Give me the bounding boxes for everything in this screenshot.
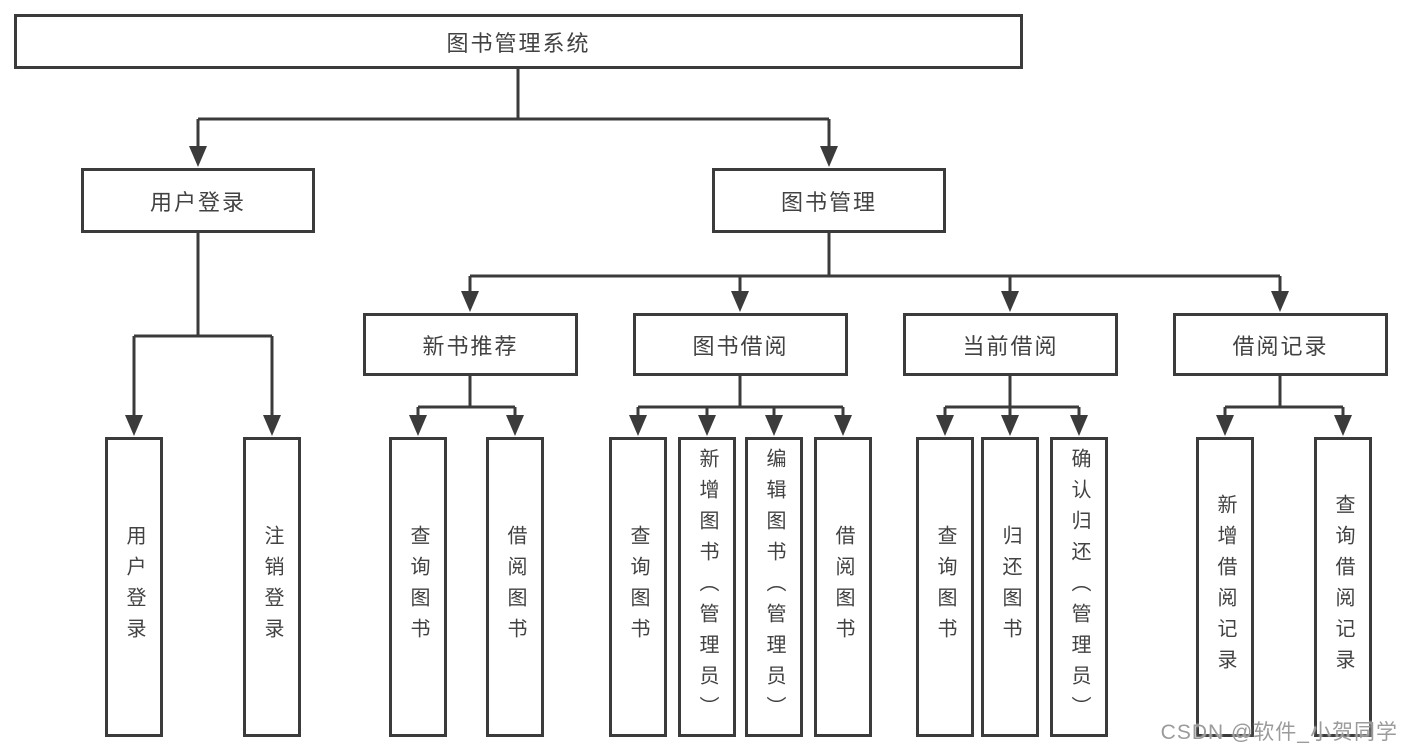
connector-borrowing-to-leaves xyxy=(636,376,845,415)
node-borrowing-records: 借阅记录 xyxy=(1173,313,1388,376)
node-label: 查询借阅记录 xyxy=(1332,494,1354,680)
connector-root-to-level1 xyxy=(196,68,831,147)
node-label: 查询图书 xyxy=(627,525,649,649)
arrowhead-icon xyxy=(765,415,783,436)
connector-records-to-leaves xyxy=(1223,376,1345,415)
arrowhead-icon xyxy=(1334,415,1352,436)
arrowhead-icon xyxy=(698,415,716,436)
connector-current-to-leaves xyxy=(943,376,1081,415)
node-new-book-recommendation: 新书推荐 xyxy=(363,313,578,376)
node-leaf-add-books-admin: 新增图书（管理员） xyxy=(678,437,736,737)
node-label: 图书管理 xyxy=(780,189,877,215)
node-label: 用户登录 xyxy=(149,189,246,215)
arrowhead-icon xyxy=(1271,291,1289,312)
node-label: 图书管理系统 xyxy=(446,30,591,56)
node-leaf-query-borrow-record: 查询借阅记录 xyxy=(1314,437,1372,737)
node-label: 借阅图书 xyxy=(832,525,854,649)
arrowhead-icon xyxy=(189,146,207,167)
node-label: 借阅图书 xyxy=(504,525,526,649)
arrowhead-icon xyxy=(1001,415,1019,436)
node-leaf-borrow-books: 借阅图书 xyxy=(814,437,872,737)
node-library-management-system: 图书管理系统 xyxy=(14,14,1023,69)
node-label: 新增借阅记录 xyxy=(1214,494,1236,680)
node-leaf-query-books-current: 查询图书 xyxy=(916,437,974,737)
node-label: 查询图书 xyxy=(407,525,429,649)
node-label: 用户登录 xyxy=(123,525,145,649)
arrowhead-icon xyxy=(409,415,427,436)
arrowhead-icon xyxy=(125,415,143,436)
arrowhead-icon xyxy=(936,415,954,436)
arrowhead-icon xyxy=(1001,291,1019,312)
arrowhead-icon xyxy=(1070,415,1088,436)
node-leaf-query-books-borrowing: 查询图书 xyxy=(609,437,667,737)
node-leaf-user-login: 用户登录 xyxy=(105,437,163,737)
node-label: 新书推荐 xyxy=(422,333,519,359)
node-user-login: 用户登录 xyxy=(81,168,315,233)
arrowhead-icon xyxy=(1216,415,1234,436)
connector-userlogin-to-leaves xyxy=(132,233,274,415)
node-label: 新增图书（管理员） xyxy=(696,447,718,727)
arrowhead-icon xyxy=(263,415,281,436)
node-book-management: 图书管理 xyxy=(712,168,946,233)
node-label: 当前借阅 xyxy=(962,333,1059,359)
node-label: 归还图书 xyxy=(999,525,1021,649)
node-leaf-return-books: 归还图书 xyxy=(981,437,1039,737)
node-current-borrowing: 当前借阅 xyxy=(903,313,1118,376)
node-label: 确认归还（管理员） xyxy=(1068,447,1090,727)
node-label: 查询图书 xyxy=(934,525,956,649)
node-leaf-borrow-books-recommend: 借阅图书 xyxy=(486,437,544,737)
node-label: 注销登录 xyxy=(261,525,283,649)
connector-bookmgmt-to-level2 xyxy=(468,233,1282,291)
csdn-watermark: CSDN @软件_小贺同学 xyxy=(1160,721,1398,744)
node-label: 编辑图书（管理员） xyxy=(763,447,785,727)
arrowhead-icon xyxy=(629,415,647,436)
arrowhead-icon xyxy=(461,291,479,312)
arrowhead-icon xyxy=(731,291,749,312)
node-leaf-logout: 注销登录 xyxy=(243,437,301,737)
arrowhead-icon xyxy=(506,415,524,436)
node-leaf-edit-books-admin: 编辑图书（管理员） xyxy=(745,437,803,737)
node-label: 图书借阅 xyxy=(692,333,789,359)
arrowhead-icon xyxy=(834,415,852,436)
node-label: 借阅记录 xyxy=(1232,333,1329,359)
node-leaf-query-books-recommend: 查询图书 xyxy=(389,437,447,737)
arrowhead-icon xyxy=(820,146,838,167)
node-leaf-confirm-return-admin: 确认归还（管理员） xyxy=(1050,437,1108,737)
connector-newbook-to-leaves xyxy=(416,376,517,415)
node-book-borrowing: 图书借阅 xyxy=(633,313,848,376)
node-leaf-add-borrow-record: 新增借阅记录 xyxy=(1196,437,1254,737)
arrowheads xyxy=(125,146,1352,436)
